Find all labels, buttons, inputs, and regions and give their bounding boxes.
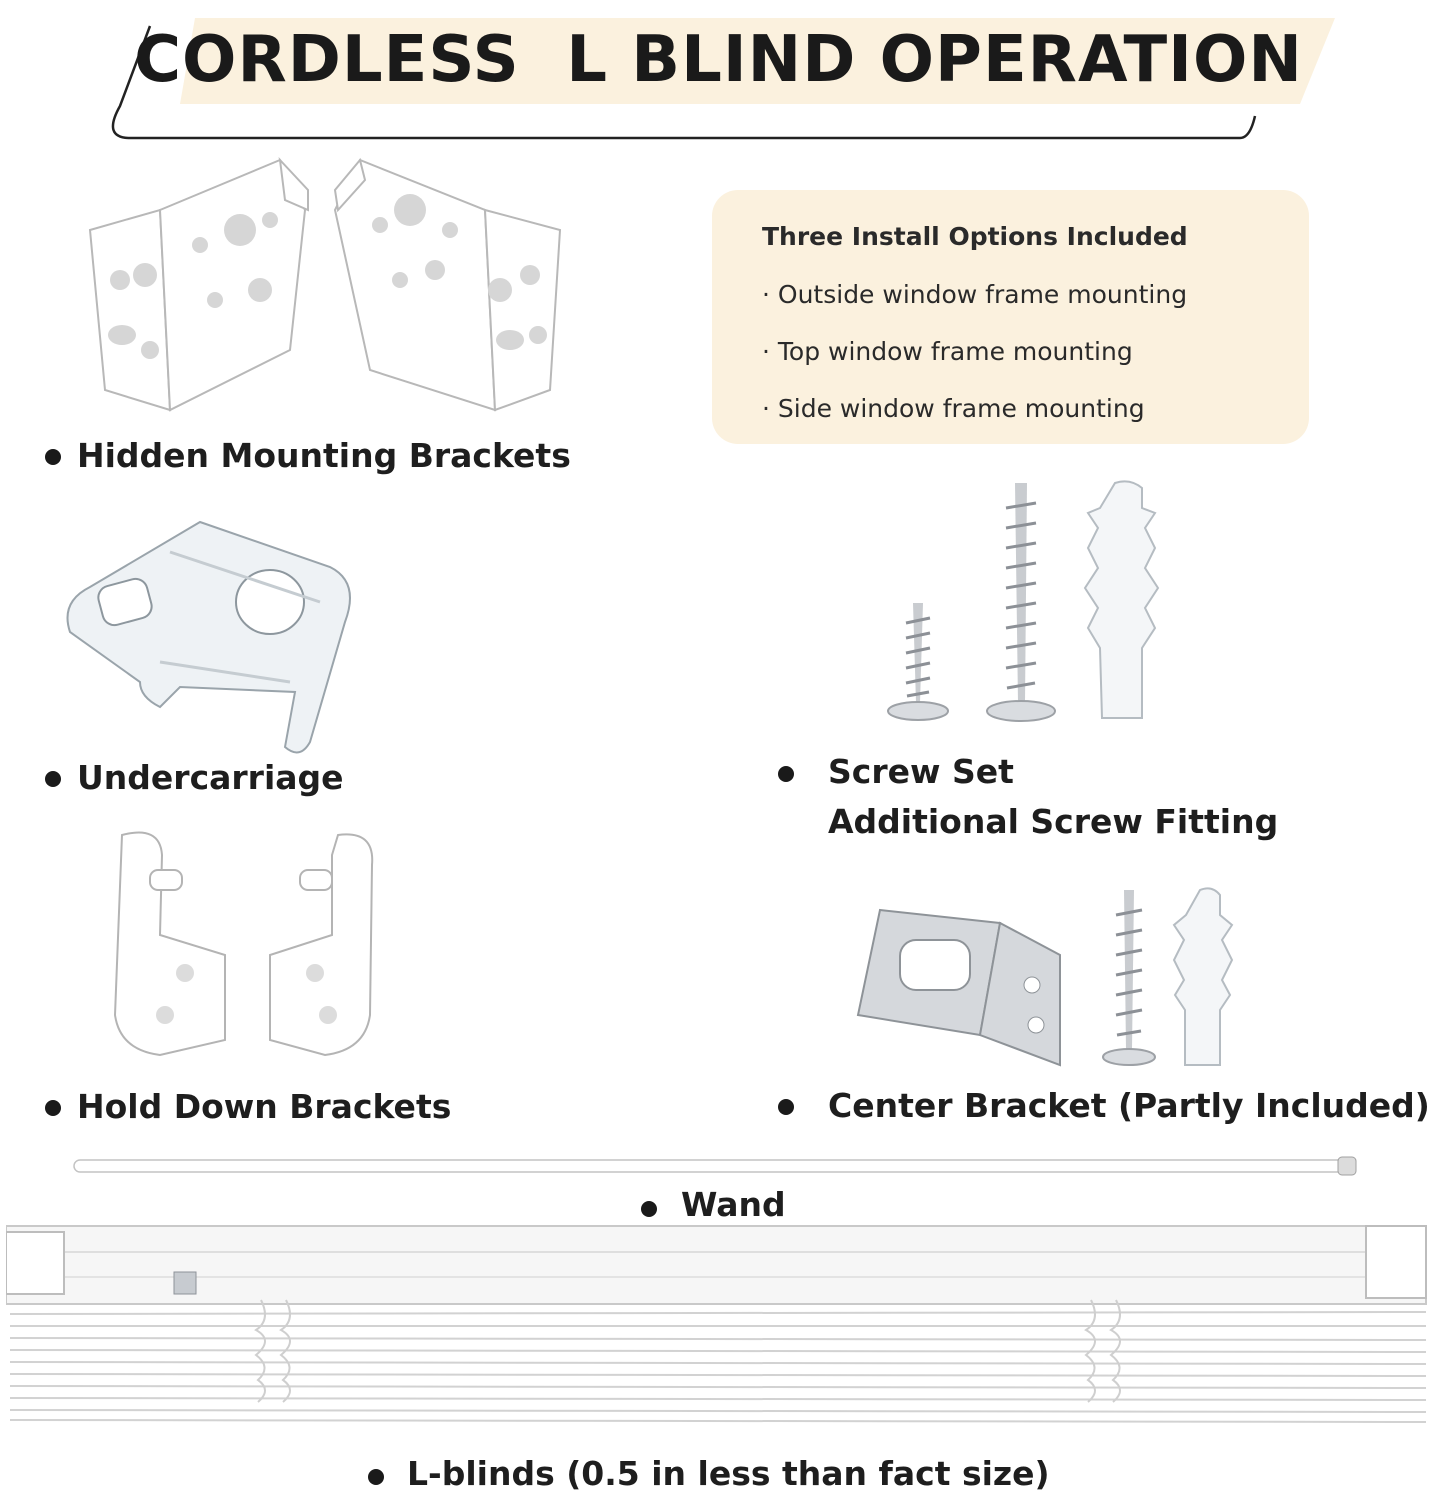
install-option-item: · Outside window frame mounting <box>762 280 1188 309</box>
bullet-hidden-brackets <box>45 449 61 465</box>
label-undercarriage: Undercarriage <box>77 758 344 797</box>
l-blinds-image <box>6 1222 1431 1427</box>
hidden-mounting-brackets-image <box>80 150 570 430</box>
bullet-screw-set <box>778 766 794 782</box>
screw-set-image <box>880 478 1180 728</box>
bullet-wand <box>641 1201 657 1217</box>
install-options-heading: Three Install Options Included <box>762 222 1188 251</box>
header-banner <box>100 16 1340 142</box>
page-title: CORDLESS L BLIND OPERATION <box>134 23 1303 97</box>
undercarriage-image <box>60 512 360 762</box>
hold-down-brackets-image <box>100 825 400 1065</box>
label-screw-set: Screw Set <box>828 752 1014 791</box>
bullet-center-bracket <box>778 1099 794 1115</box>
label-wand: Wand <box>681 1185 786 1224</box>
bullet-hold-down <box>45 1100 61 1116</box>
label-hidden-mounting-brackets: Hidden Mounting Brackets <box>77 436 571 475</box>
label-additional-screw-fitting: Additional Screw Fitting <box>828 802 1279 841</box>
bullet-undercarriage <box>45 771 61 787</box>
wand-image <box>70 1154 1370 1178</box>
label-hold-down-brackets: Hold Down Brackets <box>77 1087 452 1126</box>
label-center-bracket: Center Bracket (Partly Included) <box>828 1086 1430 1125</box>
bullet-l-blinds <box>368 1469 384 1485</box>
label-l-blinds: L-blinds (0.5 in less than fact size) <box>407 1454 1050 1493</box>
install-option-item: · Side window frame mounting <box>762 394 1145 423</box>
install-options-box <box>712 190 1309 444</box>
center-bracket-image <box>850 885 1250 1075</box>
install-option-item: · Top window frame mounting <box>762 337 1133 366</box>
